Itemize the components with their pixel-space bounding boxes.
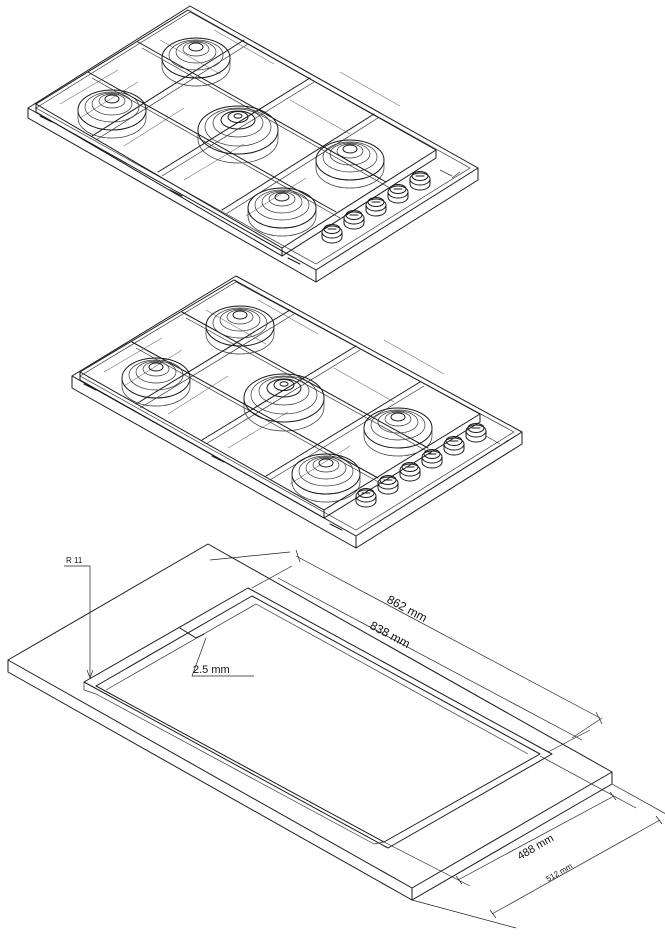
radius-label: R 11 bbox=[66, 556, 83, 565]
hob-top bbox=[27, 5, 479, 283]
outer-width-label: 512 mm bbox=[545, 861, 575, 883]
inner-length-label: 838 mm bbox=[368, 618, 413, 651]
outer-length-label: 862 mm bbox=[385, 592, 430, 625]
dimensions bbox=[64, 549, 665, 929]
countertop bbox=[7, 543, 613, 901]
gap-label: 2.5 mm bbox=[193, 664, 230, 676]
hob-middle bbox=[71, 275, 523, 549]
